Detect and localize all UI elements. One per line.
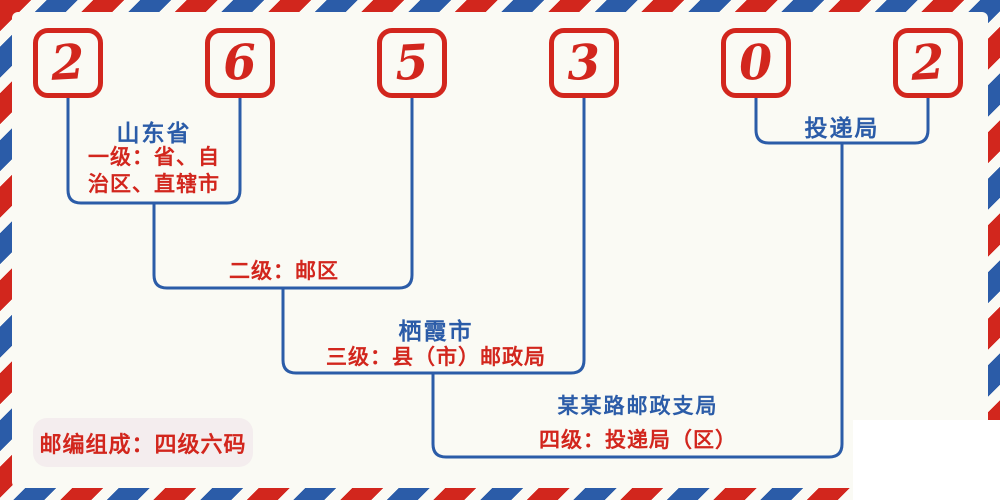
corner-white-patch: [853, 420, 1000, 500]
composition-badge-text: 邮编组成：四级六码: [39, 431, 247, 457]
label-level3-desc: 三级：县（市）邮政局: [326, 346, 546, 369]
digit-box-4: 3: [549, 28, 619, 98]
digit-value: 5: [393, 34, 431, 92]
digit-value: 0: [737, 34, 775, 92]
digit-value: 3: [565, 34, 603, 92]
label-level1-desc: 一级：省、自 治区、直辖市: [88, 144, 220, 198]
envelope-interior: [12, 12, 988, 488]
label-level2-desc: 二级：邮区: [229, 260, 339, 283]
digit-box-5: 0: [721, 28, 791, 98]
digit-box-1: 2: [33, 28, 103, 98]
label-city: 栖霞市: [398, 318, 474, 344]
digit-value: 2: [49, 34, 87, 92]
digit-box-2: 6: [205, 28, 275, 98]
digit-box-3: 5: [377, 28, 447, 98]
digit-box-6: 2: [893, 28, 963, 98]
label-branch: 某某路邮政支局: [557, 395, 719, 418]
label-delivery-office: 投递局: [804, 115, 880, 141]
bracket-level4-line: [431, 143, 844, 459]
label-level1-desc-line2: 治区、直辖市: [88, 173, 220, 196]
bracket-delivery-line: [754, 98, 930, 145]
composition-badge: 邮编组成：四级六码: [33, 418, 253, 467]
label-level1-desc-line1: 一级：省、自: [88, 146, 220, 169]
label-level4-desc: 四级：投递局（区）: [539, 429, 737, 452]
digit-value: 6: [221, 34, 259, 92]
digit-value: 2: [909, 34, 947, 92]
label-province: 山东省: [116, 120, 192, 146]
